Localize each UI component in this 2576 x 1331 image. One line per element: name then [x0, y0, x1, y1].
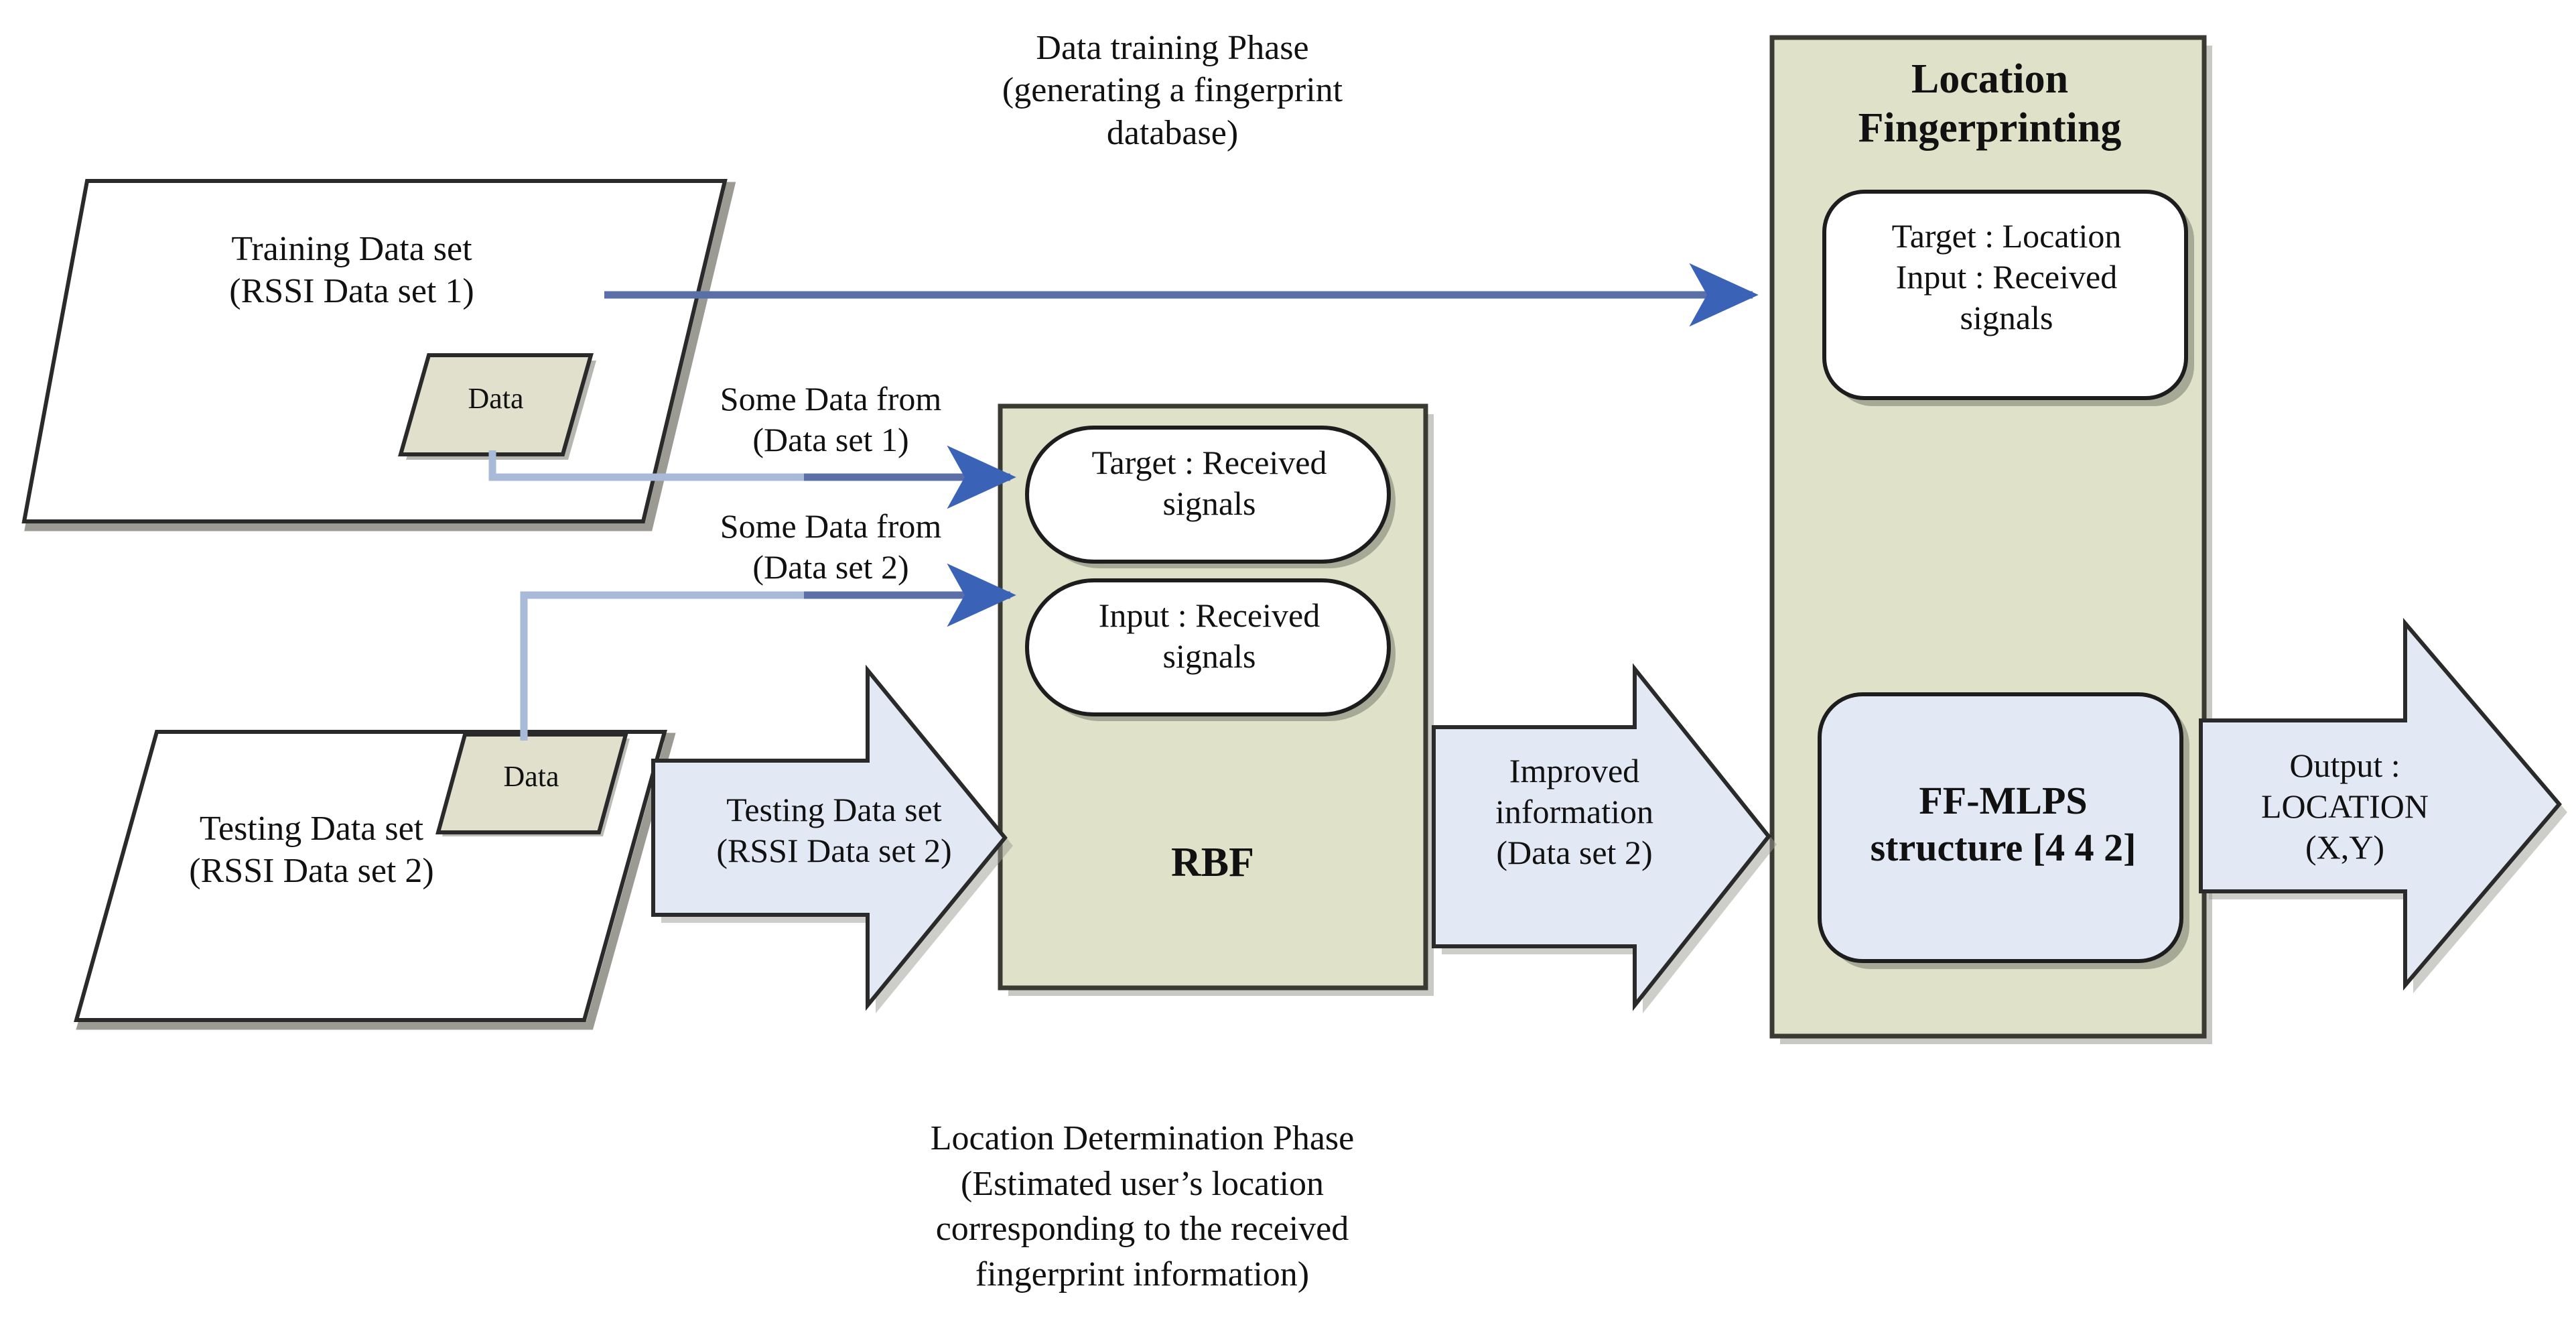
- rbf-to-lf-arrow-label: Improved information (Data set 2): [1495, 752, 1654, 871]
- ffmlps-label: FF-MLPS structure [4 4 2]: [1870, 779, 2137, 869]
- some-data-from-2-label: Some Data from (Data set 2): [720, 507, 942, 586]
- some-data-1-arrow: [488, 445, 1016, 509]
- location-fingerprinting-title: Location Fingerprinting: [1858, 56, 2122, 151]
- testing-to-rbf-block-arrow-shape: [651, 664, 1013, 1013]
- training-data-chip-label: Data: [468, 382, 524, 415]
- ffmlps-box-shape: [1818, 692, 2189, 969]
- some-data-from-1-label: Some Data from (Data set 1): [720, 380, 942, 458]
- lf-target-input-box-shape: [1822, 190, 2194, 406]
- output-arrow-label: Output : LOCATION (X,Y): [2261, 747, 2429, 866]
- some-data-2-arrow: [520, 563, 1016, 741]
- rbf-title: RBF: [1171, 840, 1254, 885]
- training-dataset-label: Training Data set (RSSI Data set 1): [229, 230, 474, 311]
- lf-target-input-label: Target : Location Input : Received signa…: [1891, 217, 2122, 336]
- testing-data-chip-shape: [435, 733, 630, 836]
- location-determination-phase-caption: Location Determination Phase (Estimated …: [930, 1119, 1355, 1293]
- testing-dataset-label: Testing Data set (RSSI Data set 2): [189, 810, 434, 891]
- rbf-input-pill-label: Input : Received signals: [1098, 596, 1320, 675]
- training-data-chip-shape: [398, 353, 596, 460]
- data-training-phase-caption: Data training Phase (generating a finger…: [1002, 29, 1343, 152]
- rbf-to-lf-block-arrow-shape: [1432, 663, 1777, 1013]
- rbf-target-pill-shape: [1025, 426, 1396, 568]
- output-block-arrow-shape: [2199, 617, 2567, 993]
- rbf-input-pill-shape: [1025, 578, 1396, 721]
- testing-to-rbf-arrow-label: Testing Data set (RSSI Data set 2): [716, 791, 952, 869]
- rbf-target-pill-label: Target : Received signals: [1091, 444, 1327, 522]
- testing-data-chip-label: Data: [503, 760, 559, 793]
